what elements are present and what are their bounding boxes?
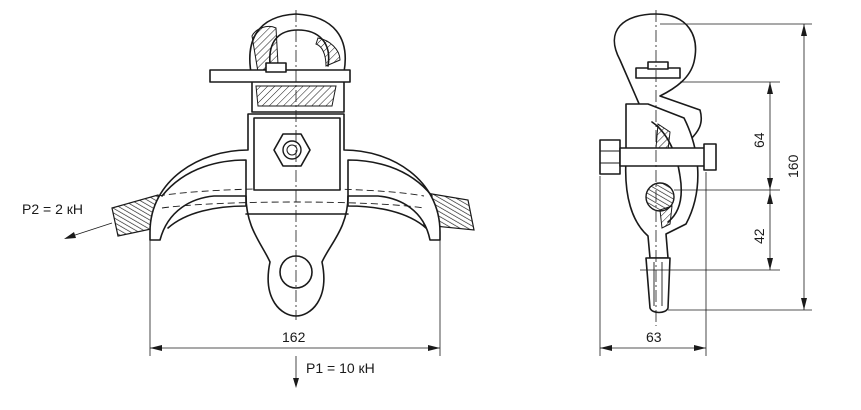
front-view: 162 P2 = 2 кН P1 = 10 кН — [22, 10, 475, 388]
dim-42-label: 42 — [751, 228, 767, 244]
side-view: 64 42 160 63 — [599, 10, 812, 356]
side-bolt-shaft — [619, 147, 707, 167]
shackle-section-right — [315, 37, 341, 67]
side-plate-nut-top — [647, 61, 669, 70]
side-bolt-right — [703, 143, 717, 171]
dim-64-label: 64 — [751, 132, 767, 148]
dim-160-label: 160 — [785, 154, 801, 178]
hidden-cable-bottom — [161, 201, 425, 209]
bolt-circle-inner — [286, 144, 298, 156]
saddle-left — [161, 159, 247, 229]
bolt-circle — [282, 140, 302, 160]
load-p2-label: P2 = 2 кН — [22, 201, 83, 217]
load-p1-label: P1 = 10 кН — [306, 360, 375, 376]
plate-nut — [265, 62, 287, 73]
bolt-head — [273, 133, 311, 167]
side-bolt-left — [599, 139, 621, 175]
side-body — [624, 103, 699, 259]
saddle-right — [347, 159, 433, 229]
dim-63-label: 63 — [646, 329, 662, 345]
cable-section — [645, 182, 675, 212]
clamp-body — [149, 113, 441, 317]
dim-162-label: 162 — [282, 329, 306, 345]
side-lower-tongue — [645, 257, 671, 314]
shackle-section — [251, 25, 279, 73]
